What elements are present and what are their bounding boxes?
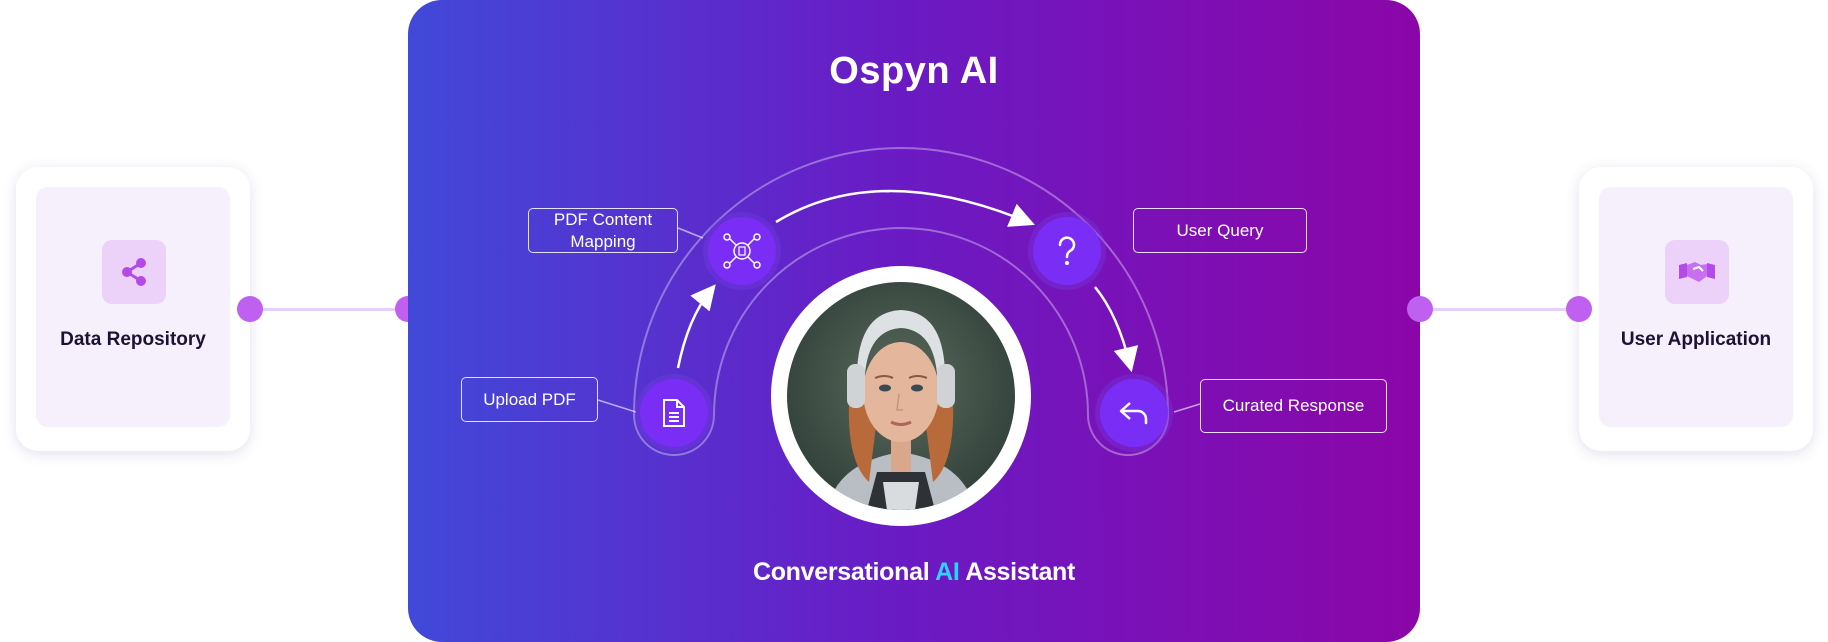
- main-title: Ospyn AI: [829, 50, 999, 92]
- curated-response-text: Curated Response: [1222, 396, 1365, 415]
- outer-arc: [633, 147, 1169, 416]
- right-connector-dot-start: [1407, 296, 1433, 322]
- reply-icon: [1119, 402, 1148, 425]
- leader-upload: [597, 399, 637, 413]
- right-connector-dot-end: [1566, 296, 1592, 322]
- share-nodes-icon: [102, 240, 166, 304]
- handshake-icon: [1665, 240, 1729, 304]
- user-application-title: User Application: [1620, 329, 1772, 350]
- data-repository-inner: Data Repository: [36, 187, 230, 427]
- assistant-avatar-ring: [771, 266, 1031, 526]
- leader-response: [1173, 403, 1201, 413]
- leader-mapping: [677, 227, 704, 239]
- upload-pdf-node: [640, 379, 708, 447]
- flow-arcs: [597, 147, 1201, 456]
- subtitle-highlight: AI: [935, 558, 960, 586]
- subtitle-part-1: Conversational: [752, 558, 936, 586]
- arrow-query-to-response: [1094, 286, 1139, 373]
- data-repository-card: Data Repository: [16, 167, 250, 451]
- arc-right-end: [1087, 414, 1169, 456]
- document-icon: [663, 399, 685, 427]
- robot-woman-image: [827, 310, 975, 510]
- user-query-label: User Query: [1133, 208, 1307, 253]
- assistant-subtitle: Conversational AI Assistant: [408, 558, 1420, 587]
- assistant-avatar: [787, 282, 1015, 510]
- pdf-content-mapping-text-1: PDF Content: [553, 209, 653, 229]
- question-icon: [1058, 236, 1076, 265]
- ospyn-ai-panel: Ospyn AI Upload PDF PDF Content Mapping …: [408, 0, 1420, 642]
- arrow-upload-to-mapping: [676, 284, 716, 369]
- inner-arc: [713, 227, 1089, 416]
- left-connector-line: [250, 308, 408, 311]
- user-query-text: User Query: [1176, 220, 1264, 240]
- pdf-content-mapping-label: PDF Content Mapping: [528, 208, 678, 253]
- upload-pdf-label: Upload PDF: [461, 377, 598, 422]
- user-application-inner: User Application: [1599, 187, 1793, 427]
- data-repository-title: Data Repository: [60, 329, 206, 350]
- pdf-content-mapping-node: [708, 217, 776, 285]
- network-icon: [723, 233, 761, 269]
- pdf-content-mapping-text-2: Mapping: [570, 231, 636, 251]
- user-application-card: User Application: [1579, 167, 1813, 451]
- upload-pdf-text: Upload PDF: [483, 389, 576, 409]
- subtitle-part-2: Assistant: [959, 558, 1076, 586]
- right-connector-line: [1420, 308, 1579, 311]
- user-query-node: [1033, 217, 1101, 285]
- curated-response-node: [1100, 379, 1168, 447]
- arc-left-end: [633, 414, 715, 456]
- curated-response-label: Curated Response: [1200, 379, 1387, 433]
- arrow-mapping-to-query: [775, 189, 1035, 227]
- left-connector-dot-start: [237, 296, 263, 322]
